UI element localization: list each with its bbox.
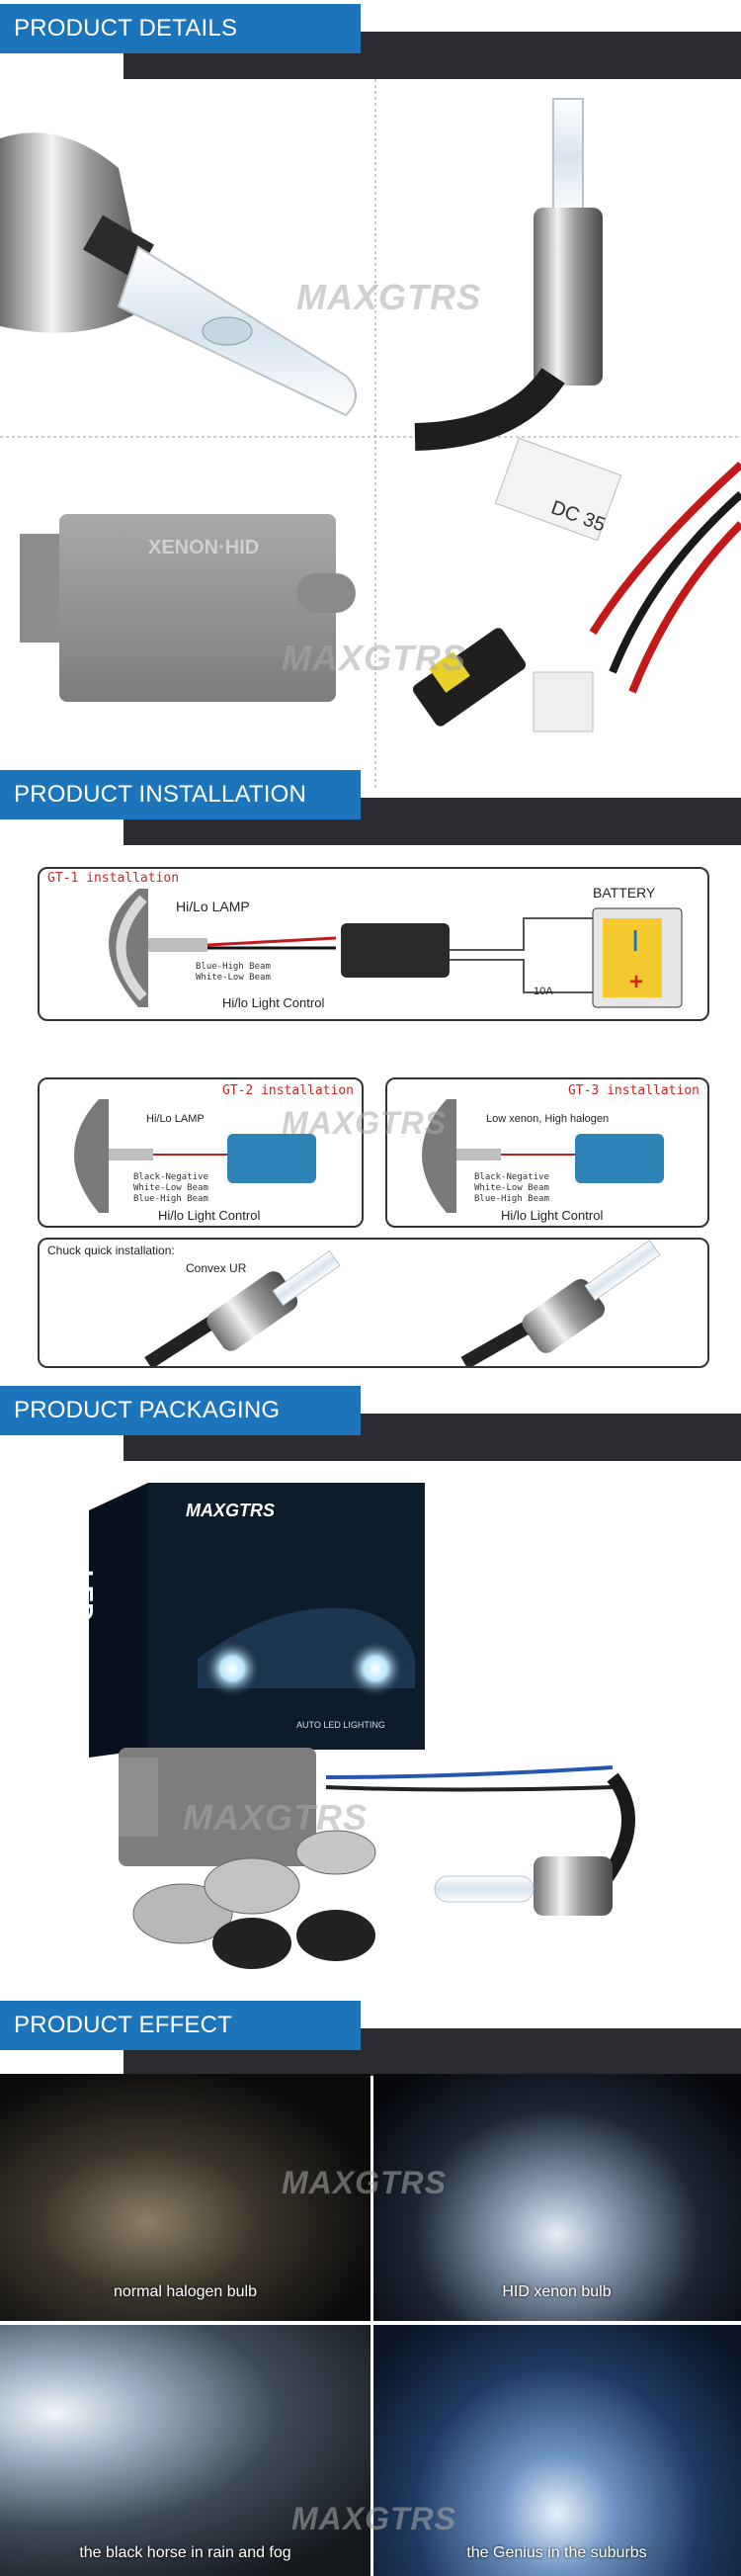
connector-photo: DC 35	[412, 437, 741, 732]
gt2-wiring-drawing	[74, 1099, 316, 1213]
box-brand: MAXGTRS	[186, 1501, 275, 1520]
gt2-installation-diagram: GT-2 installation Hi/Lo LAMP Black-Negat…	[38, 1077, 364, 1228]
section-title: PRODUCT INSTALLATION	[0, 770, 361, 819]
section-title: PRODUCT DETAILS	[0, 4, 361, 53]
packaging-drawing	[89, 1483, 635, 1969]
wire-label: Blue-High Beam	[133, 1194, 208, 1204]
lamp-label: Low xenon, High halogen	[486, 1113, 610, 1125]
box-side-text: LED	[69, 1570, 99, 1621]
control-label: Hi/lo Light Control	[158, 1208, 261, 1223]
effect-photo-suburbs: the Genius in the suburbs	[373, 2325, 741, 2576]
section-header-packaging: PRODUCT PACKAGING	[0, 1382, 741, 1461]
effect-photo-xenon: HID xenon bulb	[373, 2074, 741, 2321]
svg-text:XENON·HID: XENON·HID	[148, 537, 259, 558]
svg-text:|: |	[632, 926, 638, 951]
watermark: MAXGTRS	[282, 2165, 447, 2200]
packaging-photo: MAXGTRS LED AUTO LED LIGHTING MAXGTRS	[0, 1461, 741, 1995]
bulb-side-photo	[414, 98, 603, 451]
battery-label: BATTERY	[593, 885, 656, 901]
gt1-wiring-drawing: | +	[109, 889, 683, 1008]
section-header-details: PRODUCT DETAILS	[0, 0, 741, 79]
gt3-wiring-drawing	[422, 1099, 664, 1213]
watermark: MAXGTRS	[282, 638, 466, 678]
diagram-title: GT-3 installation	[567, 1083, 700, 1098]
watermark: MAXGTRS	[183, 1797, 368, 1838]
wire-label: Blue-High Beam	[474, 1194, 549, 1204]
chuck-drawing	[144, 1240, 661, 1366]
diagram-title: GT-2 installation	[221, 1083, 354, 1098]
bulb-closeup-photo	[0, 132, 357, 417]
gt1-installation-diagram: GT-1 installation | + Hi/Lo LAMP BATTERY…	[38, 867, 709, 1021]
section-title: PRODUCT EFFECT	[0, 2001, 361, 2050]
wire-label: White-Low Beam	[196, 973, 271, 983]
effect-caption: HID xenon bulb	[502, 2283, 612, 2300]
wire-label: Black-Negative	[474, 1172, 549, 1182]
gt3-installation-diagram: GT-3 installation Low xenon, High haloge…	[385, 1077, 709, 1228]
section-title: PRODUCT PACKAGING	[0, 1386, 361, 1435]
diagram-title: GT-1 installation	[47, 871, 180, 886]
effect-photo-rain-fog: the black horse in rain and fog	[0, 2325, 370, 2576]
control-label: Hi/lo Light Control	[501, 1208, 604, 1223]
chuck-installation-diagram: Chuck quick installation: Convex UR	[38, 1238, 709, 1368]
effect-caption: the Genius in the suburbs	[466, 2544, 647, 2561]
details-photos: XENON·HID DC 35	[0, 79, 741, 791]
wire-label: Black-Negative	[133, 1172, 208, 1182]
details-photo-grid: XENON·HID DC 35 MAXGTRS MAXGTRS	[0, 79, 741, 791]
effect-caption: normal halogen bulb	[114, 2283, 257, 2300]
wire-label: Blue-High Beam	[196, 962, 271, 972]
watermark: MAXGTRS	[296, 277, 481, 317]
svg-text:+: +	[629, 969, 643, 995]
lamp-label: Hi/Lo LAMP	[176, 899, 250, 914]
ballast-photo: XENON·HID	[20, 514, 356, 702]
effect-photo-halogen: normal halogen bulb	[0, 2074, 370, 2321]
watermark: MAXGTRS	[282, 1105, 447, 1141]
box-tagline: AUTO LED LIGHTING	[296, 1720, 385, 1730]
section-header-installation: PRODUCT INSTALLATION	[0, 766, 741, 845]
convex-label: Convex UR	[186, 1261, 247, 1275]
lamp-label: Hi/Lo LAMP	[146, 1113, 205, 1125]
section-header-effect: PRODUCT EFFECT	[0, 1997, 741, 2076]
diagram-title: Chuck quick installation:	[47, 1244, 175, 1257]
effect-caption: the black horse in rain and fog	[79, 2544, 291, 2561]
wire-label: White-Low Beam	[133, 1183, 208, 1193]
fuse-label: 10A	[534, 986, 553, 997]
watermark: MAXGTRS	[291, 2501, 456, 2536]
control-label: Hi/lo Light Control	[222, 995, 325, 1010]
wire-label: White-Low Beam	[474, 1183, 549, 1193]
